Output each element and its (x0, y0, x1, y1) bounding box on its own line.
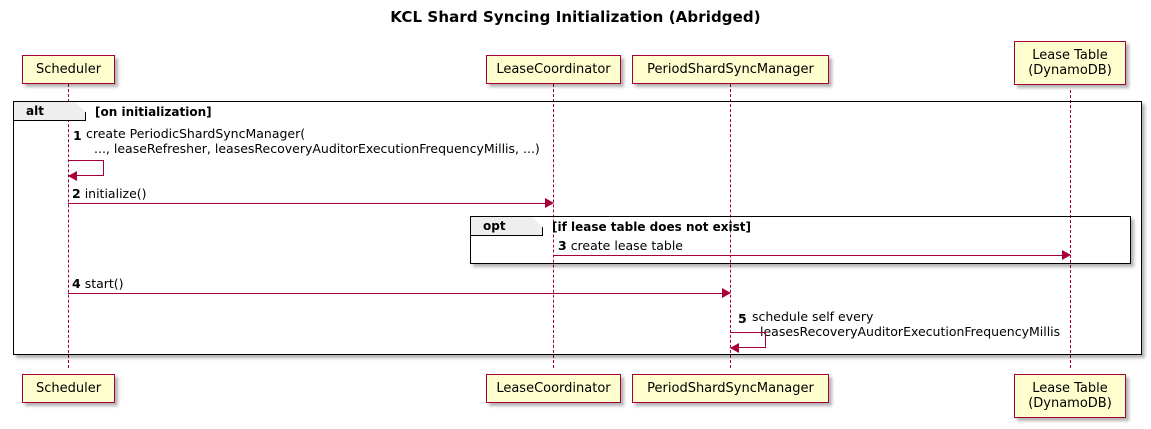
participant-period-shard-sync-manager-bottom[interactable]: PeriodShardSyncManager (632, 374, 829, 403)
message-3-label: 3 create lease table (558, 238, 683, 254)
participant-lease-coordinator-bottom[interactable]: LeaseCoordinator (486, 374, 621, 403)
message-1-text-line1: create PeriodicShardSyncManager( (86, 126, 306, 141)
fragment-opt-guard: [if lease table does not exist] (552, 220, 752, 234)
participant-lease-coordinator-bottom-label: LeaseCoordinator (496, 380, 611, 396)
diagram-title: KCL Shard Syncing Initialization (Abridg… (390, 8, 761, 26)
lifeline-lease-table (1070, 90, 1071, 368)
participant-lease-table-top[interactable]: Lease Table (DynamoDB) (1014, 41, 1126, 85)
message-1-text-line2: ..., leaseRefresher, leasesRecoveryAudit… (94, 141, 540, 156)
participant-period-shard-sync-manager-bottom-label: PeriodShardSyncManager (647, 380, 814, 396)
message-4-text: start() (84, 276, 124, 291)
message-3-text: create lease table (570, 238, 683, 253)
fragment-opt: opt (470, 216, 1131, 264)
message-5-arrowhead (730, 343, 739, 353)
participant-scheduler-bottom[interactable]: Scheduler (22, 374, 115, 403)
participant-lease-coordinator-top-label: LeaseCoordinator (496, 61, 611, 77)
participant-scheduler-top-label: Scheduler (35, 61, 102, 77)
participant-lease-coordinator-top[interactable]: LeaseCoordinator (486, 55, 621, 84)
message-1-number: 1 (73, 128, 82, 143)
participant-period-shard-sync-manager-top-label: PeriodShardSyncManager (647, 61, 814, 77)
message-2-arrowhead (545, 198, 554, 208)
fragment-alt-guard: [on initialization] (95, 105, 212, 119)
participant-scheduler-bottom-label: Scheduler (35, 380, 102, 396)
lifeline-lease-coordinator (553, 84, 554, 368)
message-4-number: 4 (72, 276, 81, 291)
lifeline-scheduler (68, 84, 69, 368)
message-5-text-line2: leasesRecoveryAuditorExecutionFrequencyM… (760, 324, 1061, 339)
message-3-number: 3 (558, 238, 567, 253)
participant-lease-table-top-label-line2: (DynamoDB) (1028, 63, 1112, 78)
message-4-arrowhead (722, 288, 731, 298)
lifeline-period-shard-sync-manager (730, 84, 731, 368)
participant-scheduler-top[interactable]: Scheduler (22, 55, 115, 84)
message-2-text: initialize() (84, 186, 147, 201)
fragment-alt: alt (13, 101, 1142, 355)
message-3-line (553, 255, 1063, 256)
message-1-label: 1 create PeriodicShardSyncManager( ..., … (73, 126, 540, 156)
participant-lease-table-bottom[interactable]: Lease Table (DynamoDB) (1014, 374, 1126, 418)
message-4-label: 4 start() (72, 276, 124, 292)
message-1-self-loop (68, 160, 104, 176)
participant-lease-table-bottom-label-line2: (DynamoDB) (1028, 396, 1112, 411)
message-2-line (68, 203, 546, 204)
message-5-self-loop (730, 332, 766, 348)
message-2-number: 2 (72, 186, 81, 201)
participant-period-shard-sync-manager-top[interactable]: PeriodShardSyncManager (632, 55, 829, 84)
message-5-number: 5 (738, 311, 747, 326)
message-2-label: 2 initialize() (72, 186, 147, 202)
fragment-alt-operator: alt (14, 102, 86, 121)
message-1-arrowhead (68, 171, 77, 181)
message-3-arrowhead (1062, 250, 1071, 260)
message-5-label: 5 schedule self every leasesRecoveryAudi… (738, 309, 1060, 339)
participant-lease-table-bottom-label-line1: Lease Table (1032, 380, 1108, 396)
fragment-opt-operator: opt (471, 217, 543, 236)
message-4-line (68, 293, 723, 294)
message-5-text-line1: schedule self every (752, 309, 874, 324)
participant-lease-table-top-label-line1: Lease Table (1032, 47, 1108, 63)
